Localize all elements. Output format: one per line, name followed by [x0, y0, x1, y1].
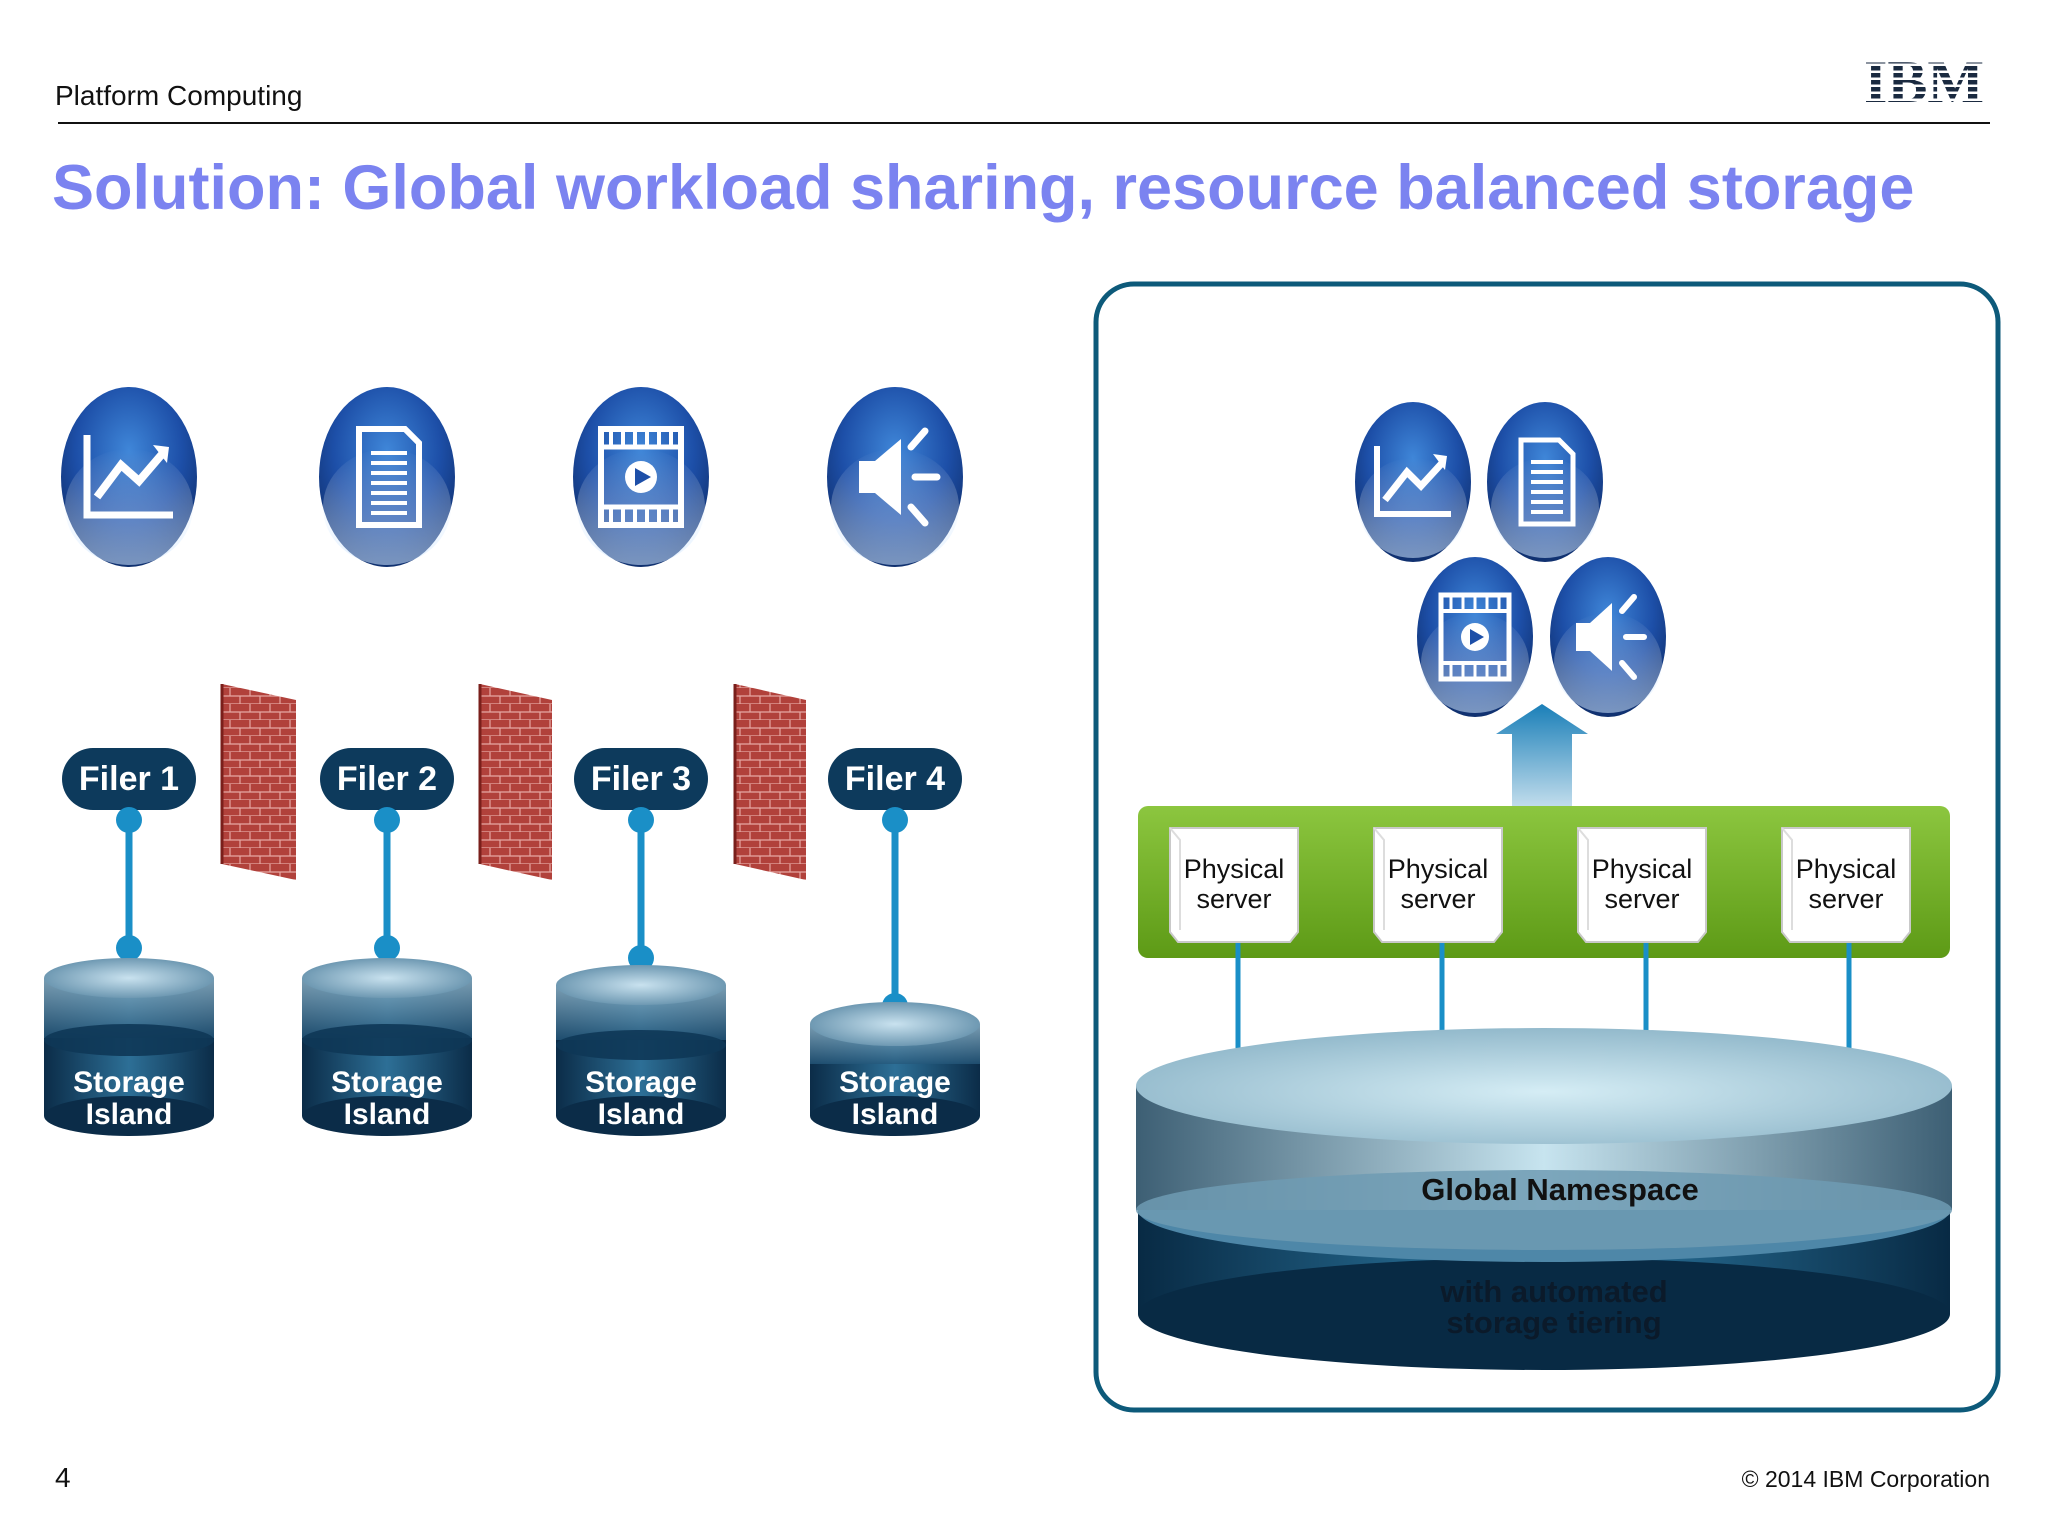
ibm-logo: IBM [1864, 52, 1984, 108]
storage-label-2: Island [852, 1098, 939, 1131]
left-app-icons [61, 387, 963, 567]
storage-island-2: Storage Island [302, 958, 472, 1136]
filer-label: Filer 4 [845, 760, 945, 798]
tiering-label-1: with automated [1439, 1274, 1667, 1309]
server-label-2: server [1808, 884, 1883, 914]
brick-firewall-icon [733, 684, 806, 880]
storage-label-1: Storage [331, 1066, 443, 1099]
audio-icon [827, 387, 963, 567]
physical-server-1: Physical server [1169, 827, 1299, 943]
audio-icon [1550, 557, 1666, 717]
server-label-1: Physical [1796, 854, 1897, 884]
storage-island-3: Storage Island [556, 965, 726, 1136]
storage-islands: Storage Island Storage Island Storage Is… [44, 958, 980, 1136]
server-bar [1138, 806, 1950, 958]
server-label-2: server [1604, 884, 1679, 914]
tiering-label-2: storage tiering [1446, 1305, 1661, 1340]
right-app-icons [1355, 402, 1666, 717]
firewalls [220, 684, 806, 880]
filer-3: Filer 3 [574, 748, 708, 971]
document-icon [319, 387, 455, 567]
server-connectors [1235, 940, 1852, 1048]
chart-icon [1355, 402, 1471, 562]
storage-label-2: Island [344, 1098, 431, 1131]
server-label-2: server [1400, 884, 1475, 914]
copyright: © 2014 IBM Corporation [1741, 1466, 1990, 1492]
header-divider [58, 122, 1990, 124]
filers: Filer 1 Filer 2 Filer 3 Filer 4 [62, 748, 962, 1019]
server-label-1: Physical [1388, 854, 1489, 884]
physical-server-4: Physical server [1781, 827, 1911, 943]
storage-island-4: Storage Island [810, 1002, 980, 1136]
physical-server-3: Physical server [1577, 827, 1707, 943]
storage-label-2: Island [598, 1098, 685, 1131]
filer-label: Filer 2 [337, 760, 437, 798]
filer-label: Filer 1 [79, 760, 179, 798]
server-label-1: Physical [1184, 854, 1285, 884]
document-icon [1487, 402, 1603, 562]
section-label: Platform Computing [55, 80, 303, 111]
page-number: 4 [55, 1462, 71, 1493]
filer-2: Filer 2 [320, 748, 454, 961]
chart-icon [61, 387, 197, 567]
storage-label-1: Storage [73, 1066, 185, 1099]
server-label-1: Physical [1592, 854, 1693, 884]
storage-island-1: Storage Island [44, 958, 214, 1136]
ibm-logo-text: IBM [1864, 52, 1984, 108]
storage-label-1: Storage [839, 1066, 951, 1099]
filer-label: Filer 3 [591, 760, 691, 798]
global-namespace-storage: Global Namespace with automated storage … [1136, 1028, 1952, 1370]
video-icon [573, 387, 709, 567]
slide-title: Solution: Global workload sharing, resou… [52, 153, 1915, 223]
physical-server-2: Physical server [1373, 827, 1503, 943]
video-icon [1417, 557, 1533, 717]
filer-1: Filer 1 [62, 748, 196, 961]
namespace-label: Global Namespace [1421, 1172, 1698, 1207]
brick-firewall-icon [220, 684, 296, 880]
server-label-2: server [1196, 884, 1271, 914]
storage-label-1: Storage [585, 1066, 697, 1099]
brick-firewall-icon [478, 684, 552, 880]
physical-servers: Physical server Physical server Physical… [1169, 827, 1911, 943]
filer-4: Filer 4 [828, 748, 962, 1019]
up-arrow [1496, 704, 1588, 830]
storage-label-2: Island [86, 1098, 173, 1131]
